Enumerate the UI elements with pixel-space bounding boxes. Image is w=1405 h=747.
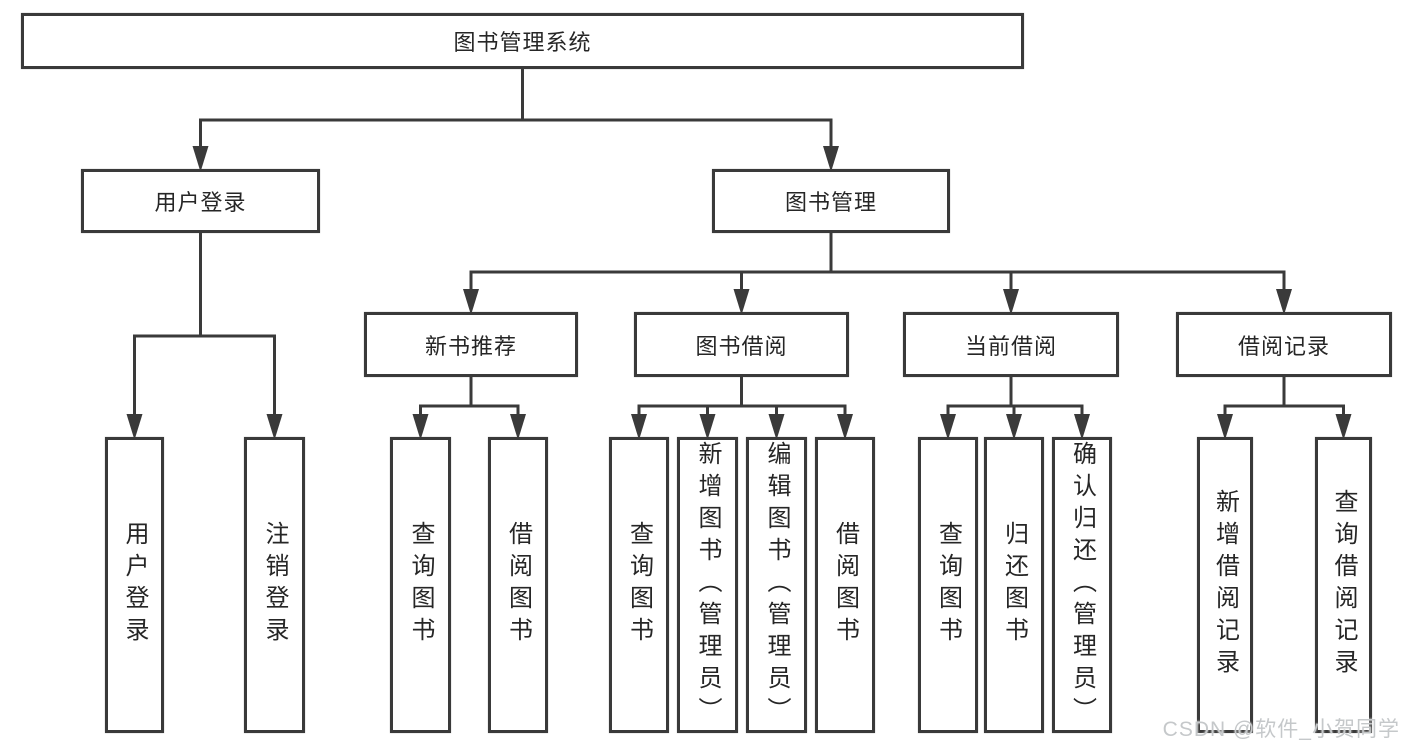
arrowhead-down-icon xyxy=(699,414,716,440)
arrowhead-down-icon xyxy=(1006,414,1022,440)
arrowhead-down-icon xyxy=(126,414,143,440)
arrowhead-down-icon xyxy=(1276,289,1292,315)
node-new-book-rec: 新书推荐 xyxy=(364,312,578,377)
node-add-borrow-record: 新增借阅记录 xyxy=(1197,437,1253,733)
arrowhead-down-icon xyxy=(510,414,526,440)
arrowhead-down-icon xyxy=(631,414,647,440)
node-borrow-books-1: 借阅图书 xyxy=(488,437,548,733)
arrowhead-down-icon xyxy=(940,414,956,440)
node-edit-books: 编辑图书（管理员） xyxy=(746,437,807,733)
arrowhead-down-icon xyxy=(192,146,209,172)
arrowhead-down-icon xyxy=(266,414,283,440)
arrowhead-down-icon xyxy=(823,146,839,172)
node-book-mgmt: 图书管理 xyxy=(712,169,950,233)
arrowhead-down-icon xyxy=(463,289,479,315)
node-book-borrow: 图书借阅 xyxy=(634,312,849,377)
arrowhead-down-icon xyxy=(733,289,750,315)
node-add-books: 新增图书（管理员） xyxy=(677,437,738,733)
node-root: 图书管理系统 xyxy=(21,13,1024,69)
node-query-books-1: 查询图书 xyxy=(390,437,451,733)
arrowhead-down-icon xyxy=(1074,414,1090,440)
node-query-borrow-record: 查询借阅记录 xyxy=(1315,437,1372,733)
node-borrow-records: 借阅记录 xyxy=(1176,312,1392,377)
watermark: CSDN @软件_小贺同学 xyxy=(1162,718,1400,741)
node-query-books-2: 查询图书 xyxy=(609,437,669,733)
node-current-borrow: 当前借阅 xyxy=(903,312,1119,377)
node-user-login-op: 用户登录 xyxy=(105,437,164,733)
node-return-books: 归还图书 xyxy=(984,437,1044,733)
arrowhead-down-icon xyxy=(1335,414,1352,440)
arrowhead-down-icon xyxy=(1217,414,1233,440)
node-borrow-books-2: 借阅图书 xyxy=(815,437,875,733)
node-logout-op: 注销登录 xyxy=(244,437,305,733)
arrowhead-down-icon xyxy=(768,414,785,440)
node-query-books-3: 查询图书 xyxy=(918,437,978,733)
arrowhead-down-icon xyxy=(837,414,853,440)
node-confirm-return: 确认归还（管理员） xyxy=(1052,437,1112,733)
arrowhead-down-icon xyxy=(1003,289,1019,315)
node-user-login: 用户登录 xyxy=(81,169,320,233)
arrowhead-down-icon xyxy=(412,414,429,440)
